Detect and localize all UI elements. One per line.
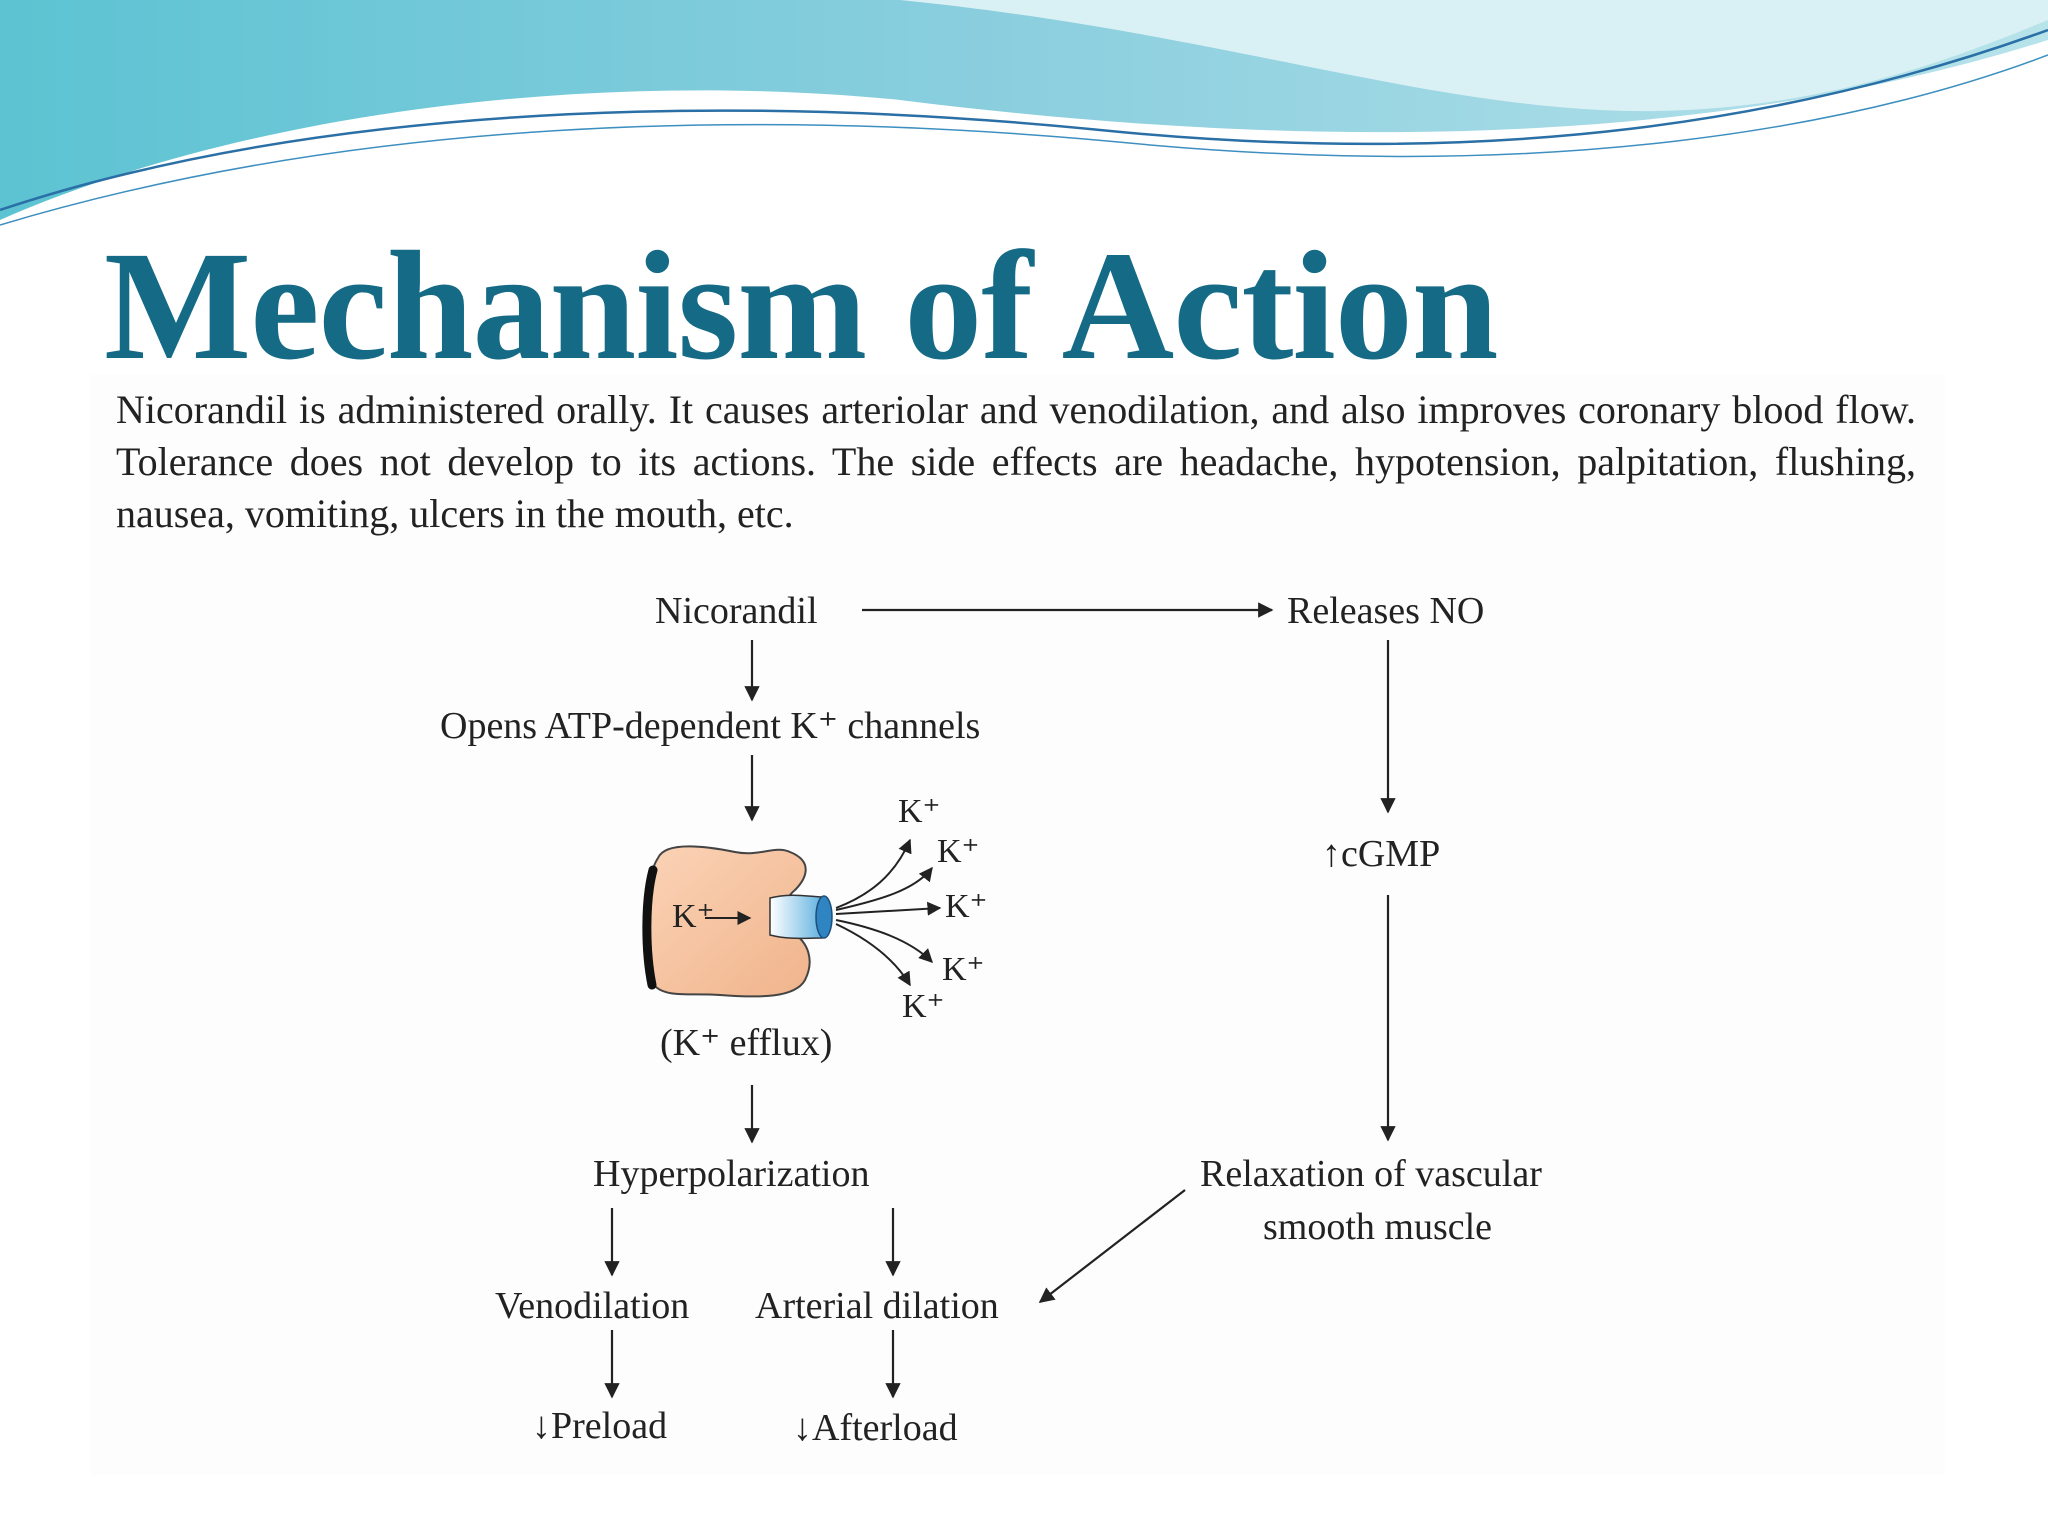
label-k-out-1: K⁺ — [898, 793, 941, 830]
label-hyperpolarization: Hyperpolarization — [593, 1153, 870, 1195]
label-k-out-2: K⁺ — [937, 833, 980, 870]
label-cgmp: ↑cGMP — [1322, 833, 1441, 875]
efflux-arrow-2 — [835, 866, 933, 911]
label-k-out-5: K⁺ — [902, 988, 945, 1025]
label-venodilation: Venodilation — [495, 1285, 690, 1327]
label-relaxation-line-1: Relaxation of vascular — [1200, 1153, 1542, 1195]
arrow-relaxation-to-arterial — [1038, 1189, 1186, 1303]
label-relaxation-line-2: smooth muscle — [1263, 1206, 1493, 1248]
label-k-inside: K⁺ — [672, 898, 715, 935]
cell-illustration — [642, 845, 833, 998]
label-releases-no: Releases NO — [1287, 590, 1485, 632]
efflux-arrow-4 — [835, 919, 933, 963]
label-preload: ↓Preload — [532, 1405, 668, 1447]
efflux-arrow-5 — [835, 923, 911, 987]
header-wave-decoration — [0, 0, 2048, 226]
label-arterial-dilation: Arterial dilation — [755, 1285, 999, 1327]
slide-title: Mechanism of Action — [104, 219, 1499, 392]
figure-panel — [90, 375, 1945, 1475]
label-k-out-4: K⁺ — [942, 951, 985, 988]
label-k-efflux: (K⁺ efflux) — [660, 1022, 833, 1064]
label-k-out-3: K⁺ — [945, 888, 988, 925]
intro-paragraph: Nicorandil is administered orally. It ca… — [116, 387, 1916, 536]
label-afterload: ↓Afterload — [793, 1407, 958, 1449]
label-opens-channels: Opens ATP-dependent K⁺ channels — [440, 705, 981, 747]
efflux-arrow-3 — [835, 901, 942, 916]
efflux-arrow-1 — [835, 838, 912, 909]
label-nicorandil: Nicorandil — [655, 590, 818, 632]
